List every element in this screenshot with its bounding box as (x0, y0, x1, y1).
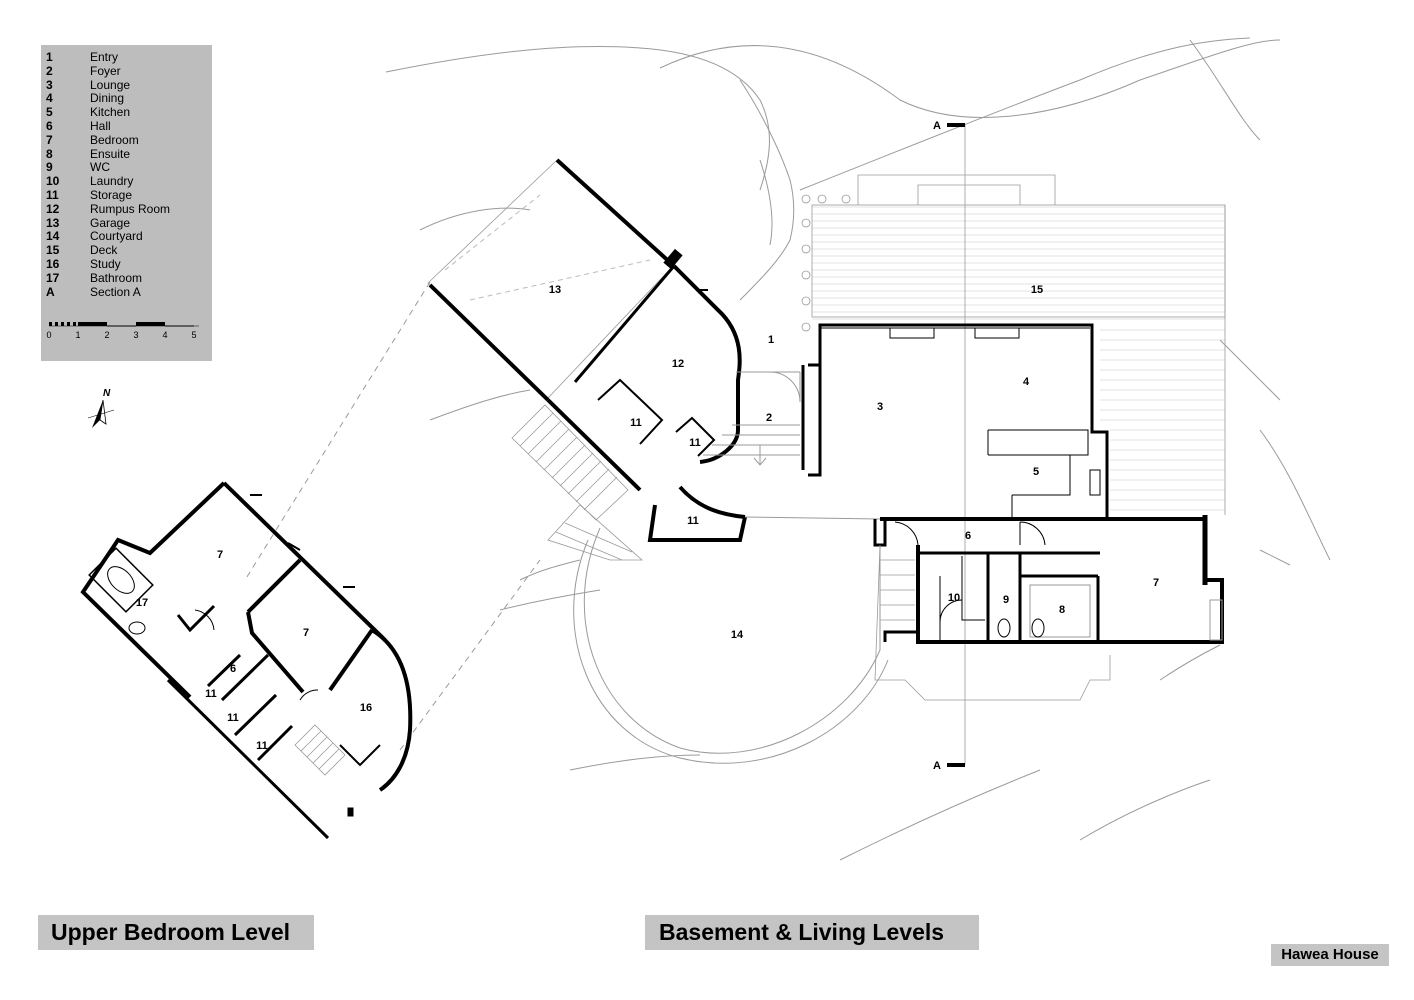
room-label-storage: 11 (205, 688, 217, 700)
legend-item-label: Rumpus Room (90, 201, 171, 216)
legend-item-label: Hall (90, 119, 111, 133)
legend-item-label: Bathroom (90, 270, 143, 285)
room-label-bedroom: 7 (303, 627, 309, 639)
living-walls (818, 323, 1205, 521)
scale-bar (49, 322, 199, 327)
room-label-deck: 15 (1031, 284, 1043, 296)
legend-item-label: Dining (90, 91, 125, 106)
legend-item-number: 8 (46, 146, 53, 161)
legend-item-number: 16 (46, 257, 60, 271)
legend-item-label: Bedroom (90, 132, 139, 147)
scale-tick-label: 0 (46, 330, 52, 340)
deck-hatch (812, 206, 1225, 511)
legend-item-number: 11 (46, 188, 59, 202)
legend-item-label: Kitchen (90, 105, 131, 120)
legend-item-number: 12 (46, 201, 60, 216)
room-label-hall: 6 (965, 530, 971, 542)
legend-item-number: 6 (46, 119, 53, 133)
legend-item-number: 3 (46, 77, 53, 92)
legend-item-label: Entry (90, 50, 119, 64)
upper-level-title: Upper Bedroom Level (38, 915, 314, 950)
legend-item-label: WC (90, 160, 110, 175)
legend-item-number: 15 (46, 243, 60, 258)
house-title: Hawea House (1271, 944, 1389, 966)
legend-item-number: 10 (46, 174, 60, 189)
room-label-courtyard: 14 (731, 629, 744, 641)
north-label: N (103, 388, 111, 399)
scale-tick-label: 1 (75, 330, 81, 340)
basement-level-title: Basement & Living Levels (645, 915, 979, 950)
room-label-garage: 13 (549, 284, 561, 296)
room-label-entry: 1 (768, 334, 774, 346)
room-label-bathroom: 17 (136, 597, 148, 609)
room-labels-upper: 7 7 17 6 11 11 11 16 (136, 549, 372, 752)
legend-item-number: 14 (46, 229, 60, 244)
stairs (511, 404, 644, 561)
legend-item-label: Laundry (90, 174, 134, 189)
legend: 1 Entry 2 Foyer 3 Lounge 4 Dining 5 Kitchen 6 Hall 7… (41, 45, 212, 361)
room-label-storage: 11 (256, 740, 268, 752)
room-label-bedroom: 7 (1153, 577, 1159, 589)
room-label-dining: 4 (1023, 376, 1030, 388)
room-label-lounge: 3 (877, 401, 883, 413)
legend-item-label: Garage (90, 215, 131, 230)
scale-tick-label: 5 (191, 330, 197, 340)
legend-item-number: 9 (46, 160, 53, 175)
north-arrow-icon: N (87, 388, 115, 428)
site-contours (385, 37, 1331, 861)
upper-level-walls (80, 481, 413, 840)
section-marker-bottom: A (933, 760, 941, 772)
room-label-foyer: 2 (766, 412, 772, 424)
room-label-rumpus: 12 (672, 358, 684, 370)
room-label-ensuite: 8 (1059, 604, 1065, 616)
legend-item-label: Section A (90, 284, 141, 299)
bedroom-wing-walls (873, 515, 1224, 644)
legend-item-label: Ensuite (90, 146, 131, 161)
garage-walls (427, 158, 683, 402)
room-label-laundry: 10 (948, 592, 960, 604)
legend-item-number: 2 (46, 63, 53, 78)
room-label-storage: 11 (227, 712, 239, 724)
legend-item-label: Foyer (90, 63, 121, 78)
room-label-storage: 11 (687, 515, 699, 527)
legend-item-label: Storage (90, 188, 133, 202)
room-label-storage: 11 (630, 417, 642, 429)
upper-stairs (294, 724, 346, 776)
scale-tick-label: 3 (133, 330, 139, 340)
room-label-hall: 6 (230, 663, 236, 675)
legend-item-number: 7 (46, 132, 53, 147)
legend-item-label: Lounge (90, 77, 131, 92)
foyer (703, 363, 822, 477)
room-label-kitchen: 5 (1033, 466, 1039, 478)
legend-item-number: 4 (46, 91, 53, 106)
room-labels-main: 1 2 3 4 5 6 7 8 9 10 11 11 11 12 13 14 1… (549, 284, 1159, 641)
room-label-storage: 11 (689, 437, 701, 449)
storage-curved (647, 485, 881, 542)
scale-tick-label: 4 (162, 330, 168, 340)
alignment-line (244, 281, 431, 581)
room-label-bedroom: 7 (217, 549, 223, 561)
legend-item-number: 1 (46, 50, 53, 64)
legend-item-number: 17 (46, 270, 60, 285)
room-label-study: 16 (360, 702, 372, 714)
legend-item-label: Courtyard (90, 229, 143, 244)
legend-item-number: 5 (46, 105, 53, 120)
scale-tick-label: 2 (104, 330, 110, 340)
legend-item-label: Deck (90, 243, 118, 258)
section-marker-top: A (933, 120, 941, 132)
legend-item-label: Study (90, 257, 121, 271)
legend-item-number: A (46, 284, 55, 299)
courtyard-outline (583, 527, 881, 754)
room-label-wc: 9 (1003, 594, 1009, 606)
legend-item-number: 13 (46, 215, 60, 230)
